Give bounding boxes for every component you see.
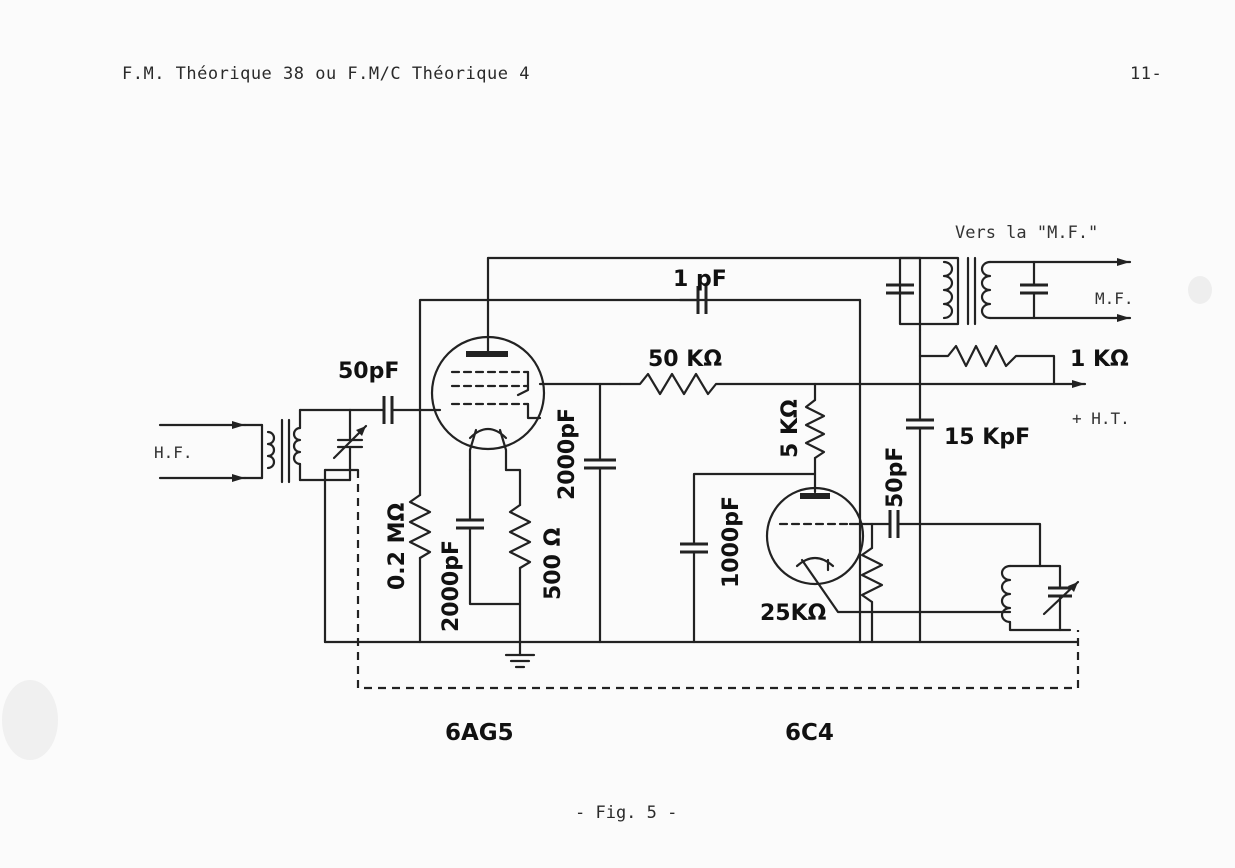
page-header-title: F.M. Théorique 38 ou F.M/C Théorique 4 [122,64,530,84]
label-50pf-right: 50pF [883,447,908,508]
label-1k: 1 KΩ [1070,347,1129,372]
tube-label-6c4: 6C4 [785,720,834,746]
capacitor-2000pf-mid [584,382,616,644]
label-15kpf: 15 KpF [944,425,1030,450]
capacitor-1000pf [680,472,817,644]
ground-bus [323,468,1080,644]
resistor-50k [618,372,1087,396]
mf-label: M.F. [1095,289,1134,308]
label-1pf: 1 pF [673,267,727,292]
hf-input [158,408,368,484]
oscillator-tank [870,564,1080,632]
tube-label-6ag5: 6AG5 [445,720,514,746]
scan-smudge [1188,276,1212,304]
capacitor-50pf-right [870,510,1042,568]
tube-6ag5 [430,256,546,472]
ganged-tuning-link [356,470,1080,690]
label-50k: 50 KΩ [648,347,722,372]
tube-6c4 [765,486,874,614]
label-1000pf: 1000pF [719,496,744,588]
capacitor-50pf-input [348,396,442,424]
page-number: 11- [1130,64,1163,84]
figure-caption: - Fig. 5 - [575,803,678,823]
capacitor-1pf [486,256,922,644]
hf-label: H.F. [154,443,193,462]
label-500: 500 Ω [541,527,566,600]
resistor-25k [848,522,884,644]
resistor-5k [804,382,826,494]
resistor-02m [408,298,862,644]
label-2000pf-mid: 2000pF [555,408,580,500]
ht-decoupling [906,256,1056,644]
label-2000pf-cathode: 2000pF [439,540,464,632]
label-50pf-input: 50pF [338,359,399,384]
label-25k: 25KΩ [760,601,827,626]
label-5k: 5 KΩ [778,399,803,458]
vers-mf-label: Vers la "M.F." [955,223,1098,243]
cathode-network [456,468,536,669]
label-02m: 0.2 MΩ [385,502,410,590]
ht-label: + H.T. [1072,409,1130,428]
scan-smudge [2,680,58,760]
if-transformer [886,256,1132,326]
